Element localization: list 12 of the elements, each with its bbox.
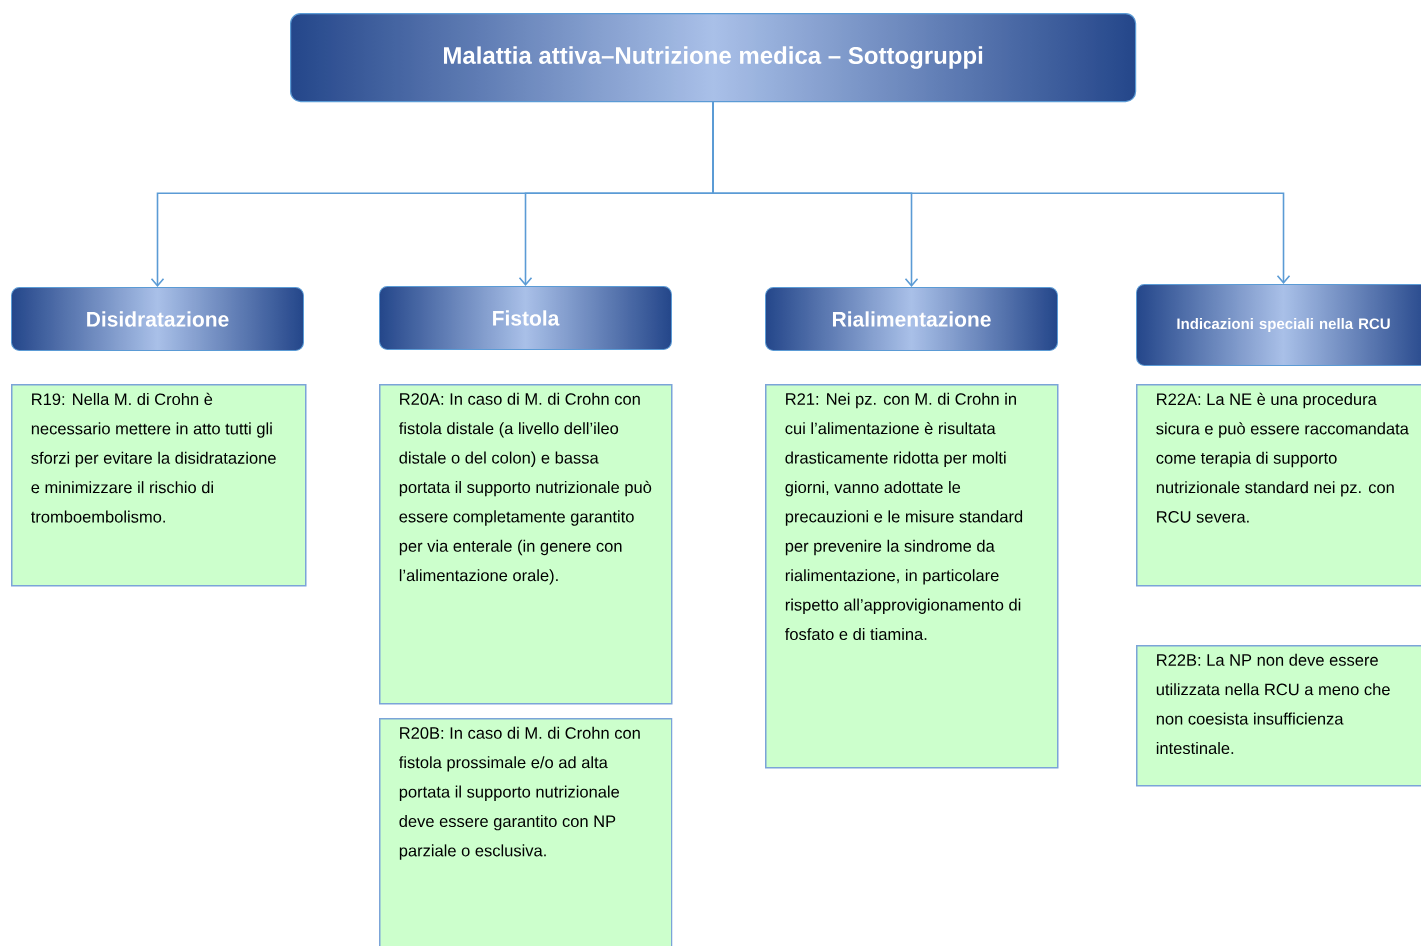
recommendation-box: R22B: La NP non deve essere utilizzata nella RCU a meno che non coesista insufficienza intestinale. [1136,645,1421,787]
category-header: Fistola [379,286,672,350]
title-banner: Malattia attiva–Nutrizione medica – Sottogruppi [290,13,1137,103]
category-header: Indicazioni speciali nella RCU [1136,284,1421,366]
category-header: Disidratazione [11,287,304,351]
arrow [712,101,1291,284]
recommendation-box: R22A: La NE è una procedura sicura e può essere raccomandata come terapia di supporto nutrizionale standard nei pz. con RCU severa. [1136,384,1421,587]
recommendation-box: R20B: In caso di M. di Crohn con fistola prossimale e/o ad alta portata il supporto nutrizionale deve essere garantito con NP parziale o esclusiva. [379,718,673,946]
category-header: Rialimentazione [765,287,1058,351]
recommendation-box: R20A: In caso di M. di Crohn con fistola distale (a livello dell’ileo distale o del colon) e bassa portata il supporto nutrizionale può essere completamente garantito per via enterale (in genere con l’alimentazione orale). [379,384,673,705]
recommendation-box: R19: Nella M. di Crohn è necessario mettere in atto tutti gli sforzi per evitare la disidratazione e minimizzare il rischio di tromboembolismo. [11,384,307,587]
recommendation-box: R21: Nei pz. con M. di Crohn in cui l’alimentazione è risultata drasticamente ridotta per molti giorni, vanno adottate le precauzioni e le misure standard per prevenire la sindrome da rialimentazione, in particolare rispetto all’approvigionamento di fosfato e di tiamina. [765,384,1059,769]
